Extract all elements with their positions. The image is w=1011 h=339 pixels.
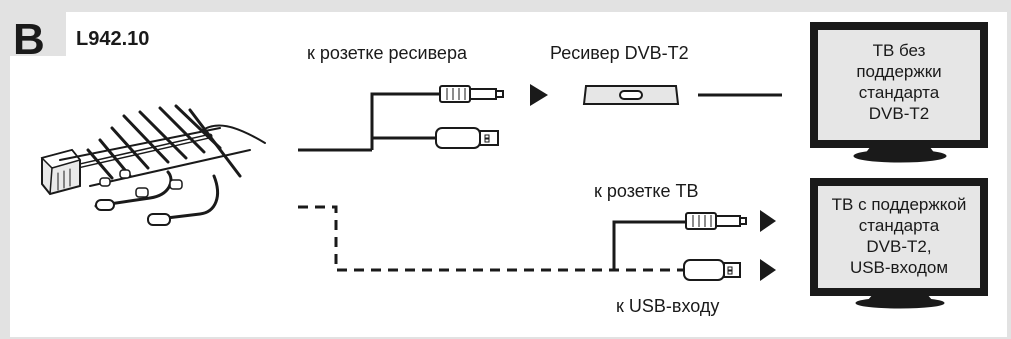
arrow-to-receiver-icon — [530, 84, 548, 106]
arrow-to-tv-icon — [760, 210, 776, 232]
tv-with-support-text: ТВ с поддержкой стандарта DVB-T2, USB-вх… — [831, 195, 967, 277]
section-letter: B — [13, 15, 45, 64]
usb-plug-icon — [435, 127, 499, 149]
label-usb-input: к USB-входу — [616, 296, 720, 316]
cable-to-tv — [612, 220, 686, 270]
model-code: L942.10 — [76, 28, 150, 50]
cable-usb-path — [298, 205, 686, 272]
usb-plug-lower-icon — [683, 259, 741, 281]
antenna-icon — [40, 104, 266, 226]
arrow-to-usb-icon — [760, 259, 776, 281]
section-letter-box — [10, 12, 66, 56]
receiver-icon — [582, 85, 680, 105]
cable-to-receiver — [298, 92, 440, 152]
tv-without-support-icon — [810, 22, 988, 163]
tv-without-support-text: ТВ без поддержки стандарта DVB-T2 — [856, 41, 942, 123]
label-receiver-title: Ресивер DVB-T2 — [550, 43, 689, 63]
coax-plug-lower-icon — [685, 212, 747, 230]
tv-with-support-icon — [810, 178, 988, 309]
label-receiver-socket: к розетке ресивера — [307, 43, 467, 63]
label-tv-socket: к розетке ТВ — [594, 181, 699, 201]
coax-plug-icon — [439, 85, 504, 103]
